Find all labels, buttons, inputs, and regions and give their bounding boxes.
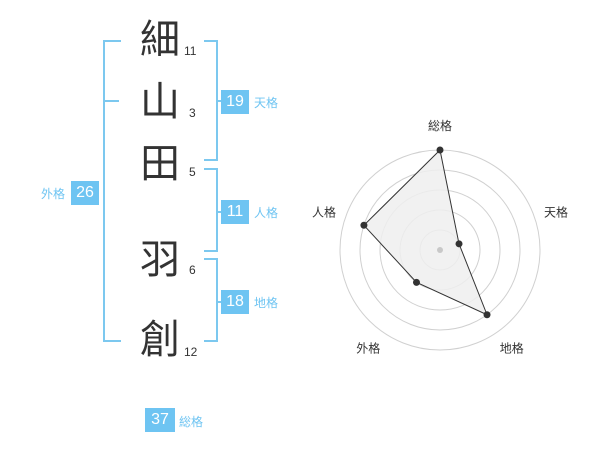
radar-axis-label-1: 総格 [428, 118, 452, 133]
name-char-4: 羽 [140, 237, 180, 283]
radar-axis-label-2: 天格 [544, 204, 568, 219]
tenkaku-value: 19 [221, 90, 249, 114]
stroke-count-4: 6 [189, 263, 196, 277]
jinkaku-value: 11 [221, 200, 249, 224]
gaikaku-label: 外格 [41, 187, 66, 201]
chikaku-bracket [204, 258, 218, 342]
name-char-1: 細 [140, 17, 180, 63]
stroke-count-1: 11 [184, 44, 197, 58]
stroke-count-5: 12 [184, 345, 198, 359]
jinkaku-label: 人格 [254, 206, 279, 220]
stroke-count-2: 3 [189, 106, 196, 120]
gaikaku-bracket-tick [103, 100, 119, 102]
chikaku-label: 地格 [254, 296, 279, 310]
gaikaku-value: 26 [71, 181, 99, 205]
stroke-count-3: 5 [189, 165, 196, 179]
radar-axis-label-3: 地格 [500, 341, 524, 356]
name-char-2: 山 [140, 79, 180, 125]
chikaku-value: 18 [221, 290, 249, 314]
radar-point-5 [360, 221, 368, 229]
jinkaku-bracket [204, 168, 218, 252]
radar-point-1 [436, 146, 444, 154]
name-char-3: 田 [140, 141, 180, 187]
soukaku-label: 総格 [179, 415, 204, 429]
radar-point-3 [483, 311, 491, 319]
name-char-5: 創 [140, 317, 180, 363]
chikaku-bracket-tick [216, 301, 222, 303]
tenkaku-label: 天格 [254, 96, 279, 110]
soukaku-value: 37 [145, 408, 175, 432]
radar-axis-label-4: 外格 [356, 341, 380, 356]
radar-point-4 [412, 278, 420, 286]
radar-point-2 [455, 240, 463, 248]
radar-polygon [363, 148, 488, 316]
radar-axis-label-5: 人格 [312, 204, 336, 219]
radar-center [437, 247, 443, 253]
jinkaku-bracket-tick [216, 211, 222, 213]
tenkaku-bracket-tick [216, 100, 222, 102]
gaikaku-bracket [103, 40, 121, 342]
